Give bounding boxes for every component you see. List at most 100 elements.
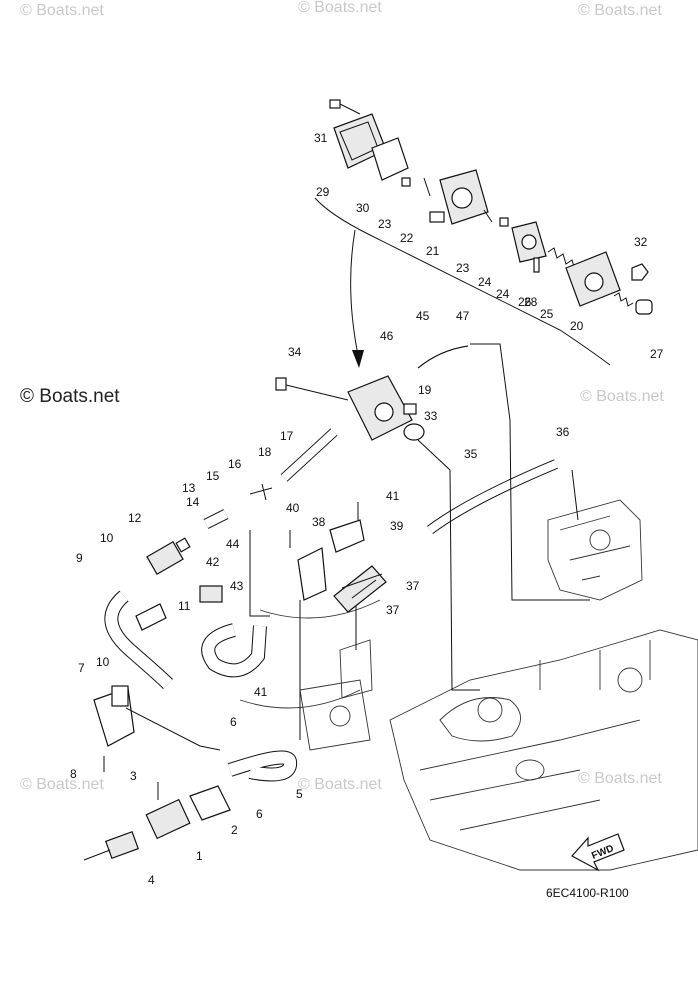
callout-6: 6 xyxy=(230,715,237,729)
screw-24-upper xyxy=(401,177,411,187)
callout-43: 43 xyxy=(230,579,244,593)
connector-4 xyxy=(83,830,140,861)
watermark-top-center: © Boats.net xyxy=(298,0,382,16)
pin-28 xyxy=(533,257,540,273)
callout-42: 42 xyxy=(206,555,220,569)
engine-block-outline xyxy=(239,599,698,871)
callout-36: 36 xyxy=(556,425,570,439)
callout-23: 23 xyxy=(456,261,470,275)
screw-24-lower xyxy=(499,217,509,227)
callout-30: 30 xyxy=(356,201,370,215)
clamp-43 xyxy=(199,585,223,603)
clip-39 xyxy=(297,547,327,601)
callout-24: 24 xyxy=(496,287,510,301)
watermark-right-mid: © Boats.net xyxy=(580,388,664,405)
callout-46: 46 xyxy=(380,329,394,343)
callout-2: 2 xyxy=(231,823,238,837)
bolt-32 xyxy=(329,99,361,115)
spring-29 xyxy=(613,292,634,307)
hose-46 xyxy=(417,345,469,369)
fuel-pump-exploded-inset xyxy=(314,99,653,368)
diaphragm-31 xyxy=(371,137,409,181)
callout-37: 37 xyxy=(406,579,420,593)
callout-14: 14 xyxy=(186,495,200,509)
callout-18: 18 xyxy=(258,445,272,459)
callout-13: 13 xyxy=(182,481,196,495)
callout-9: 9 xyxy=(76,551,83,565)
watermark-bottom-right: © Boats.net xyxy=(578,770,662,787)
callout-19: 19 xyxy=(418,383,432,397)
pin-23-upper xyxy=(423,177,431,197)
callout-39: 39 xyxy=(390,519,404,533)
callout-3: 3 xyxy=(130,769,137,783)
oring-34 xyxy=(403,423,425,441)
callout-24: 24 xyxy=(478,275,492,289)
callout-10: 10 xyxy=(96,655,110,669)
pump-cover-21 xyxy=(565,251,621,307)
fuel-joint-1 xyxy=(145,798,191,840)
diagram-code: 6EC4100-R100 xyxy=(546,886,629,900)
callout-45: 45 xyxy=(416,309,430,323)
callout-17: 17 xyxy=(280,429,294,443)
callout-44: 44 xyxy=(226,537,240,551)
spring-26 xyxy=(547,247,576,271)
callout-8: 8 xyxy=(70,767,77,781)
callout-31: 31 xyxy=(314,131,328,145)
callout-35: 35 xyxy=(464,447,478,461)
callout-4: 4 xyxy=(148,873,155,887)
joint-7 xyxy=(93,685,135,747)
callout-16: 16 xyxy=(228,457,242,471)
callout-47: 47 xyxy=(0,0,14,3)
pin-23-lower xyxy=(483,209,493,223)
callout-numbers: 1234566789101011121314151617181920212223… xyxy=(0,0,664,887)
watermark-top-right: © Boats.net xyxy=(578,2,662,19)
pump-body-22 xyxy=(429,169,489,225)
nut-33 xyxy=(631,263,649,281)
callout-37: 37 xyxy=(386,603,400,617)
callout-21: 21 xyxy=(426,244,440,258)
clip-11 xyxy=(135,603,167,631)
fuel-filter-12 xyxy=(146,537,191,575)
forward-direction-arrow: FWD xyxy=(571,833,625,872)
carburetor-outline xyxy=(547,499,643,601)
callout-28: 28 xyxy=(524,295,538,309)
callout-7: 7 xyxy=(78,661,85,675)
callout-23: 23 xyxy=(378,217,392,231)
callout-12: 12 xyxy=(128,511,142,525)
callout-25: 25 xyxy=(540,307,554,321)
watermark-bottom-center: © Boats.net xyxy=(298,776,382,793)
plate-2 xyxy=(189,785,231,821)
callout-10: 10 xyxy=(100,531,114,545)
callout-20: 20 xyxy=(570,319,584,333)
callout-1: 1 xyxy=(196,849,203,863)
watermark-left-main: © Boats.net xyxy=(20,386,120,407)
cap-27 xyxy=(635,299,653,315)
callout-41: 41 xyxy=(386,489,400,503)
callout-22: 22 xyxy=(400,231,414,245)
callout-29: 29 xyxy=(316,185,330,199)
callout-41: 41 xyxy=(254,685,268,699)
clip-40 xyxy=(329,519,365,553)
fuel-pump-assembly-20 xyxy=(275,375,417,441)
callout-33: 33 xyxy=(424,409,438,423)
callout-32: 32 xyxy=(634,235,648,249)
watermark-top-left: © Boats.net xyxy=(20,2,104,19)
callout-47: 47 xyxy=(456,309,470,323)
callout-11: 11 xyxy=(178,599,191,613)
callout-38: 38 xyxy=(312,515,326,529)
callout-26: 26 xyxy=(518,295,532,309)
leader-lines xyxy=(125,343,590,751)
callout-27: 27 xyxy=(650,347,664,361)
callout-15: 15 xyxy=(206,469,220,483)
diaphragm-25 xyxy=(511,221,547,263)
filter-38 xyxy=(333,565,387,613)
watermark-bottom-left: © Boats.net xyxy=(20,776,104,793)
callout-34: 34 xyxy=(288,345,302,359)
callout-6: 6 xyxy=(256,807,263,821)
joint-16 xyxy=(249,483,273,501)
callout-40: 40 xyxy=(286,501,300,515)
callout-5: 5 xyxy=(296,787,303,801)
bolt-35 xyxy=(281,383,349,401)
